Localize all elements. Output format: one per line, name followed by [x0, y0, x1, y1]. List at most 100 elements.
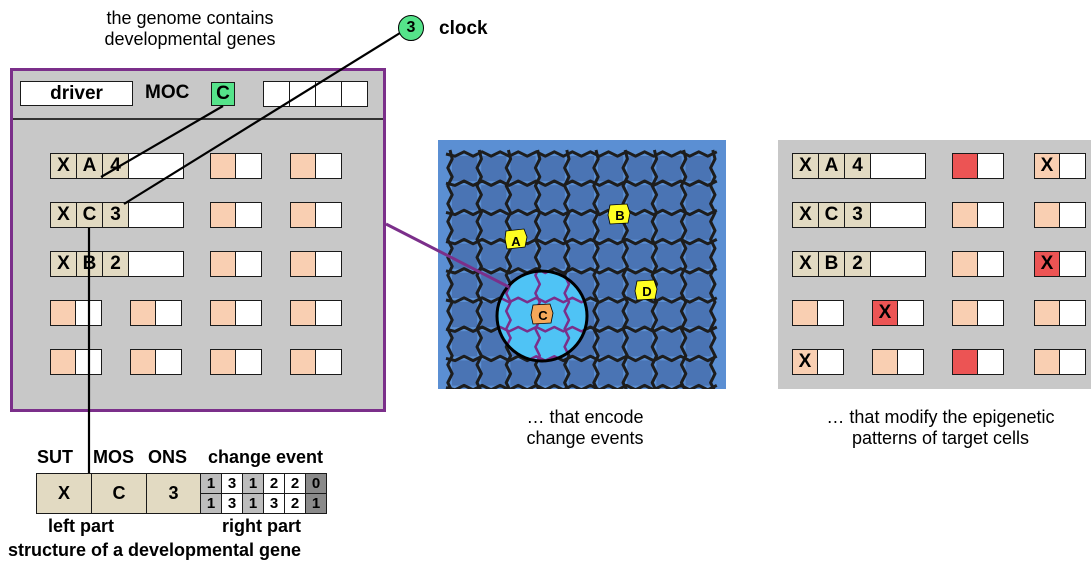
gene-right-part: [897, 349, 924, 375]
tissue-cell: [568, 214, 594, 240]
tissue-cell: [598, 243, 624, 269]
membrane-horizontal: [497, 296, 587, 304]
gene-cell: 3: [844, 202, 871, 228]
tissue-caption: … that encode change events: [470, 407, 700, 449]
header-mos: MOS: [93, 447, 135, 467]
tissue-cell: [568, 243, 594, 269]
tissue-cell: [568, 185, 594, 211]
gene-right-part: [315, 300, 342, 326]
tissue-cell: [598, 331, 624, 357]
tissue-cell-grid: [452, 156, 711, 386]
marker-a-label: A: [511, 234, 521, 249]
gene-left-part: [952, 153, 978, 179]
gene-cell: X: [50, 251, 77, 277]
tissue-panel: [438, 140, 726, 389]
gene-cell: 4: [844, 153, 871, 179]
tissue-cell: [452, 360, 478, 386]
gene-cell: X: [792, 202, 819, 228]
epigenetic-caption-line1: … that modify the epigenetic: [826, 407, 1055, 427]
gene-cell: X: [50, 153, 77, 179]
genome-annotation: the genome contains developmental genes: [60, 8, 320, 50]
gene-right-part: [235, 349, 262, 375]
gene-structure-mos: C: [91, 473, 147, 514]
register-box: [341, 81, 368, 107]
gene-right-part: [128, 251, 184, 277]
tissue-cell: [656, 214, 682, 240]
moc-label: MOC: [145, 82, 190, 103]
tissue-cell: [685, 156, 711, 182]
tissue-cell: [598, 156, 624, 182]
gene-structure-caption: structure of a developmental gene: [8, 540, 302, 560]
tissue-cell: [685, 214, 711, 240]
gene-right-part: [977, 153, 1004, 179]
gene-right-part: [977, 251, 1004, 277]
epigenetic-caption-line2: patterns of target cells: [851, 428, 1030, 448]
zoom-connector-line: [385, 222, 510, 289]
clock-number: 3: [406, 19, 416, 36]
clock-connector-line: [123, 32, 401, 205]
header-ons: ONS: [148, 447, 188, 467]
tissue-cell: [452, 331, 478, 357]
marker-a: A: [504, 228, 528, 250]
gene-left-part: [1034, 300, 1060, 326]
tissue-cell: [627, 156, 653, 182]
gene-right-part: [235, 153, 262, 179]
gene-right-part: [315, 349, 342, 375]
tissue-cell: [452, 302, 478, 328]
gene-right-part: [870, 202, 926, 228]
tissue-cell: [481, 360, 507, 386]
gene-right-part: [977, 300, 1004, 326]
genome-annotation-line1: the genome contains: [106, 8, 274, 28]
tissue-cell: [481, 243, 507, 269]
tissue-cell: [656, 360, 682, 386]
membrane-vertical: [650, 149, 659, 389]
marker-c: C: [530, 303, 554, 325]
gene-cell: B: [818, 251, 845, 277]
gene-left-part: [50, 349, 76, 375]
clock-label: clock: [439, 18, 488, 39]
gene-right-part: [128, 153, 184, 179]
tissue-cell: [598, 360, 624, 386]
membrane-horizontal: [497, 325, 587, 333]
gene-right-part: [897, 300, 924, 326]
gene-right-part: [235, 300, 262, 326]
gene-structure-ons: 3: [146, 473, 201, 514]
tissue-cell: [452, 185, 478, 211]
marker-d-label: D: [642, 284, 651, 299]
gene-cell: A: [76, 153, 103, 179]
tissue-cell: [510, 185, 536, 211]
tissue-cell: [627, 360, 653, 386]
tissue-cell: [568, 360, 594, 386]
gene-structure-sut: X: [36, 473, 92, 514]
epigenetic-caption: … that modify the epigenetic patterns of…: [790, 407, 1091, 449]
membrane-horizontal: [445, 237, 718, 246]
change-event-cell: 1: [305, 493, 327, 514]
register-box: [315, 81, 342, 107]
tissue-cell: [481, 185, 507, 211]
gene-right-part: [817, 300, 844, 326]
tissue-cell: [539, 243, 565, 269]
gene-right-part: [155, 349, 182, 375]
gene-left-part: [1034, 202, 1060, 228]
tissue-cell: [510, 156, 536, 182]
gene-right-part: [235, 251, 262, 277]
marker-c-label: C: [538, 308, 548, 323]
change-event-cell: 0: [305, 473, 327, 494]
gene-left-part: X: [1034, 251, 1060, 277]
marker-b-label: B: [615, 208, 624, 223]
tissue-cell: [627, 243, 653, 269]
tissue-overlay: A B C D: [495, 203, 658, 363]
tissue-cell: [627, 302, 653, 328]
tissue-cell: [539, 360, 565, 386]
tissue-cell: [452, 156, 478, 182]
gene-left-part: [952, 251, 978, 277]
tissue-caption-line1: … that encode: [526, 407, 644, 427]
tissue-cell: [539, 214, 565, 240]
tissue-cell: [598, 302, 624, 328]
genome-header-divider: [13, 118, 383, 120]
tissue-cell: [656, 302, 682, 328]
gene-left-part: X: [1034, 153, 1060, 179]
gene-left-part: [792, 300, 818, 326]
tissue-cell: [685, 360, 711, 386]
